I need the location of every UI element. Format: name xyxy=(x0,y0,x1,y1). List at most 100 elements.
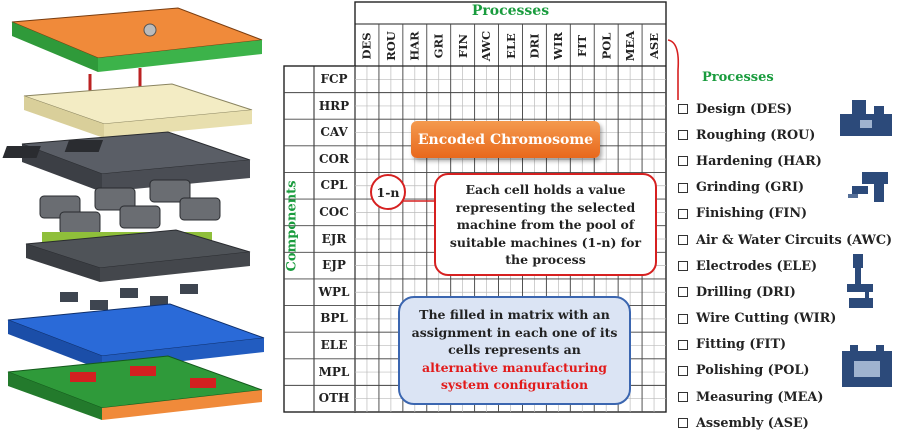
legend-item-label: Assembly (ASE) xyxy=(696,415,809,431)
legend-item: Wire Cutting (WIR) xyxy=(678,306,892,332)
cell-value-callout: 1-n xyxy=(370,174,406,210)
legend-item: Grinding (GRI) xyxy=(678,175,892,201)
component-header-ejp: EJP xyxy=(322,258,346,273)
milling-machine-icon xyxy=(840,100,892,136)
process-header-har: HAR xyxy=(403,24,427,68)
legend-item: Electrodes (ELE) xyxy=(678,253,892,279)
checkbox-icon xyxy=(678,156,688,167)
config-note-line: The filled in matrix with an xyxy=(419,307,610,322)
process-code: FIT xyxy=(575,34,590,58)
process-code: POL xyxy=(599,32,614,60)
checkbox-icon xyxy=(678,235,688,246)
legend-item-label: Finishing (FIN) xyxy=(696,206,808,222)
legend-item-label: Drilling (DRI) xyxy=(696,284,796,300)
checkbox-icon xyxy=(678,313,688,324)
process-header-rou: ROU xyxy=(379,24,403,68)
legend-item: Assembly (ASE) xyxy=(678,410,892,436)
component-header-bpl: BPL xyxy=(320,311,348,326)
component-header-fcp: FCP xyxy=(320,72,348,86)
process-code: ASE xyxy=(647,33,662,59)
checkbox-icon xyxy=(678,261,688,272)
process-header-ele: ELE xyxy=(499,24,523,68)
component-header-ejr: EJR xyxy=(321,231,347,246)
process-header-dri: DRI xyxy=(522,24,546,68)
process-header-ase: ASE xyxy=(642,24,666,68)
legend-item: Design (DES) xyxy=(678,96,892,122)
component-header-coc: COC xyxy=(319,205,349,219)
component-header-wpl: WPL xyxy=(318,284,350,299)
checkbox-icon xyxy=(678,208,688,219)
checkbox-icon xyxy=(678,418,688,429)
checkbox-icon xyxy=(678,104,688,115)
checkbox-icon xyxy=(678,365,688,376)
checkbox-icon xyxy=(678,392,688,403)
component-header-oth: OTH xyxy=(318,391,350,406)
callout-connector xyxy=(402,200,436,202)
legend-item-label: Roughing (ROU) xyxy=(696,127,816,143)
legend-item: Polishing (POL) xyxy=(678,358,892,384)
component-header-cor: COR xyxy=(319,151,349,166)
cell-note-line: machine from the pool of xyxy=(456,217,635,232)
process-code: ROU xyxy=(383,31,398,61)
legend-item: Hardening (HAR) xyxy=(678,148,892,174)
checkbox-icon xyxy=(678,339,688,350)
encoded-chromosome-label: Encoded Chromosome xyxy=(411,121,600,158)
legend-item: Roughing (ROU) xyxy=(678,122,892,148)
legend-item-label: Electrodes (ELE) xyxy=(696,258,818,274)
process-code: ELE xyxy=(503,33,518,59)
legend-item: Finishing (FIN) xyxy=(678,201,892,227)
cell-note-line: suitable machines (1-n) for xyxy=(449,234,642,250)
cell-note-line: the process xyxy=(505,252,586,267)
process-header-des: DES xyxy=(355,24,379,68)
legend-item: Drilling (DRI) xyxy=(678,279,892,305)
components-header: Components xyxy=(284,180,300,272)
process-header-fit: FIT xyxy=(570,24,594,68)
legend-item-label: Air & Water Circuits (AWC) xyxy=(696,232,893,248)
process-code: HAR xyxy=(407,31,422,61)
process-header-gri: GRI xyxy=(427,24,451,68)
cell-explanation-note: Each cell holds a value representing the… xyxy=(434,173,657,276)
process-code: AWC xyxy=(479,30,494,62)
process-code: DES xyxy=(360,32,375,60)
component-header-cav: CAV xyxy=(320,125,348,140)
checkbox-icon xyxy=(678,130,688,141)
legend-item-label: Wire Cutting (WIR) xyxy=(696,311,837,327)
config-note-highlight: alternative manufacturing xyxy=(421,359,608,375)
process-code: GRI xyxy=(431,33,446,59)
config-note-line: cells represents an xyxy=(448,342,581,357)
legend-item-label: Hardening (HAR) xyxy=(696,153,822,169)
legend-item-label: Polishing (POL) xyxy=(696,363,810,379)
legend-item-label: Design (DES) xyxy=(696,101,793,117)
legend-item: Fitting (FIT) xyxy=(678,332,892,358)
component-header-cpl: CPL xyxy=(320,178,348,193)
process-code: FIN xyxy=(455,33,470,59)
process-code: WIR xyxy=(551,32,566,60)
component-header-mpl: MPL xyxy=(318,364,350,379)
component-header-ele: ELE xyxy=(320,338,348,352)
legend-item-label: Grinding (GRI) xyxy=(696,180,805,196)
processes-header: Processes xyxy=(471,3,550,19)
legend-item-label: Fitting (FIT) xyxy=(696,337,787,353)
cell-note-line: representing the selected xyxy=(455,199,636,215)
exploded-mold-assembly-icon xyxy=(2,7,265,420)
cnc-machine-icon xyxy=(842,345,892,387)
config-note-line: assignment in each one of its xyxy=(411,324,618,340)
legend-item: Measuring (MEA) xyxy=(678,384,892,410)
checkbox-icon xyxy=(678,182,688,193)
process-code: MEA xyxy=(623,30,638,62)
legend-title: Processes xyxy=(702,70,774,85)
config-note-highlight: system configuration xyxy=(440,377,589,392)
process-header-awc: AWC xyxy=(475,24,499,68)
configuration-note: The filled in matrix with an assignment … xyxy=(398,296,631,405)
machining-center-icon xyxy=(848,172,888,202)
microscope-drill-icon xyxy=(847,254,873,308)
legend-item: Air & Water Circuits (AWC) xyxy=(678,227,892,253)
cell-note-line: Each cell holds a value xyxy=(465,182,626,197)
process-header-mea: MEA xyxy=(618,24,642,68)
component-header-hrp: HRP xyxy=(318,98,350,113)
process-header-pol: POL xyxy=(594,24,618,68)
process-header-fin: FIN xyxy=(451,24,475,68)
checkbox-icon xyxy=(678,287,688,298)
legend-item-label: Measuring (MEA) xyxy=(696,389,824,405)
process-header-wir: WIR xyxy=(546,24,570,68)
